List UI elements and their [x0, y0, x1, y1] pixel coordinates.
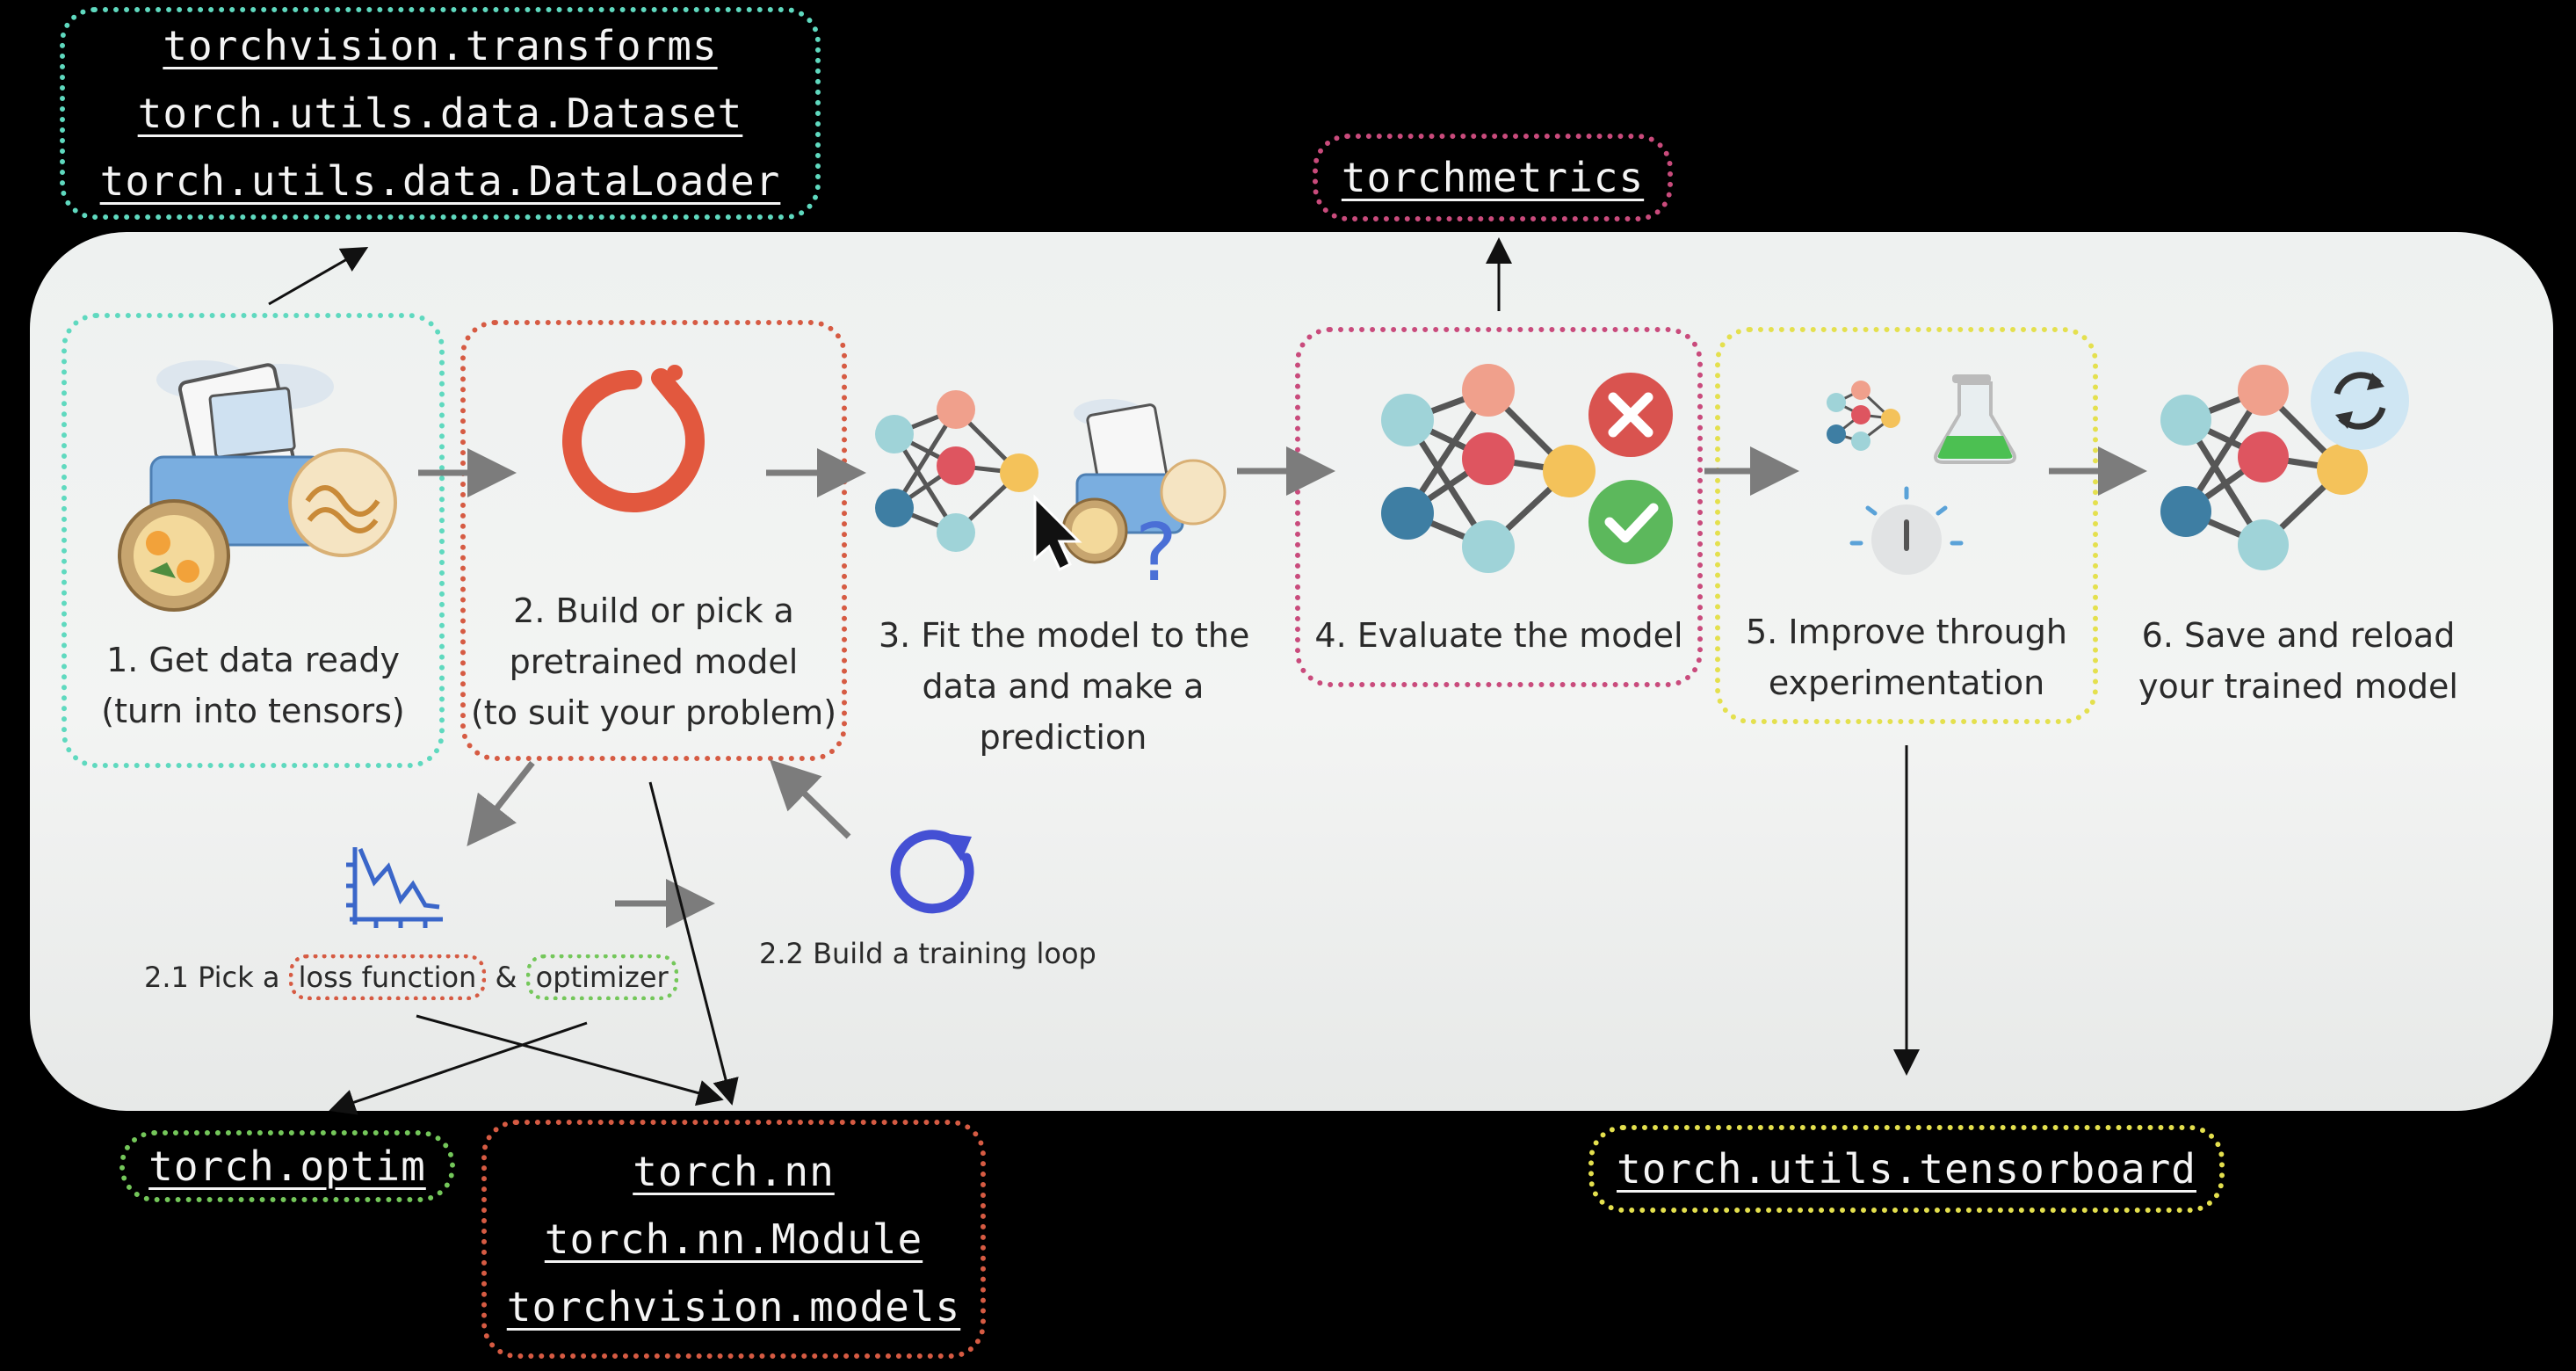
code-dataloader[interactable]: torch.utils.data.DataLoader: [99, 156, 781, 205]
step4-box: [1295, 327, 1703, 687]
workflow-panel: [30, 232, 2553, 1111]
svg-text:?: ?: [1135, 507, 1177, 599]
evaluate-network-icon: [1381, 364, 1596, 573]
pytorch-logo-icon: [562, 365, 705, 512]
code-torch-nn[interactable]: torch.nn: [633, 1147, 835, 1195]
refresh-loop-icon: [890, 830, 974, 914]
dial-icon: [1849, 486, 1964, 575]
saved-network-icon: [2160, 365, 2368, 570]
substep-2-1-label: 2.1 Pick a loss function & optimizer: [144, 954, 678, 1000]
library-arrows: [268, 237, 1920, 1115]
code-dataset[interactable]: torch.utils.data.Dataset: [137, 89, 743, 137]
step1-box: [62, 313, 445, 768]
step1-label: 1. Get data ready(turn into tensors): [101, 641, 405, 730]
code-torchmetrics[interactable]: torchmetrics: [1341, 153, 1645, 201]
nn-box: torch.nn torch.nn.Module torchvision.mod…: [481, 1120, 986, 1359]
data-libraries-box: torchvision.transforms torch.utils.data.…: [60, 7, 821, 220]
step2-box: [460, 320, 847, 761]
mouse-cursor-icon: [1033, 494, 1082, 572]
prediction-data-icon: ?: [1061, 399, 1226, 599]
neural-network-icon: [875, 390, 1038, 552]
code-torch-optim[interactable]: torch.optim: [148, 1142, 426, 1190]
step5-box: [1715, 327, 2098, 724]
code-tensorboard[interactable]: torch.utils.tensorboard: [1617, 1144, 2196, 1193]
optimizer-highlight: optimizer: [525, 954, 678, 1000]
metrics-box: torchmetrics: [1313, 134, 1673, 221]
optimizer-text: optimizer: [535, 961, 669, 994]
check-icon: [1588, 480, 1673, 564]
code-torchvision-transforms[interactable]: torchvision.transforms: [163, 21, 718, 69]
loss-function-highlight: loss function: [288, 954, 487, 1000]
data-folder-icon: [118, 360, 397, 612]
step4-label: 4. Evaluate the model: [1314, 616, 1683, 655]
substep-2-2-label: 2.2 Build a training loop: [759, 937, 1096, 970]
experiment-network-icon: [1827, 381, 1900, 451]
reload-icon: [2311, 352, 2409, 450]
code-torch-nn-module[interactable]: torch.nn.Module: [544, 1215, 923, 1263]
step-arrows: [418, 446, 2147, 928]
code-torchvision-models[interactable]: torchvision.models: [506, 1282, 961, 1331]
substep-2-1-amp: &: [486, 961, 526, 994]
substep-2-1-prefix: 2.1 Pick a: [144, 961, 289, 994]
loss-chart-icon: [346, 847, 443, 928]
cross-icon: [1588, 373, 1673, 457]
loss-function-text: loss function: [298, 961, 477, 994]
tensorboard-box: torch.utils.tensorboard: [1588, 1125, 2225, 1213]
optim-box: torch.optim: [119, 1130, 455, 1202]
flask-icon: [1934, 374, 2016, 464]
